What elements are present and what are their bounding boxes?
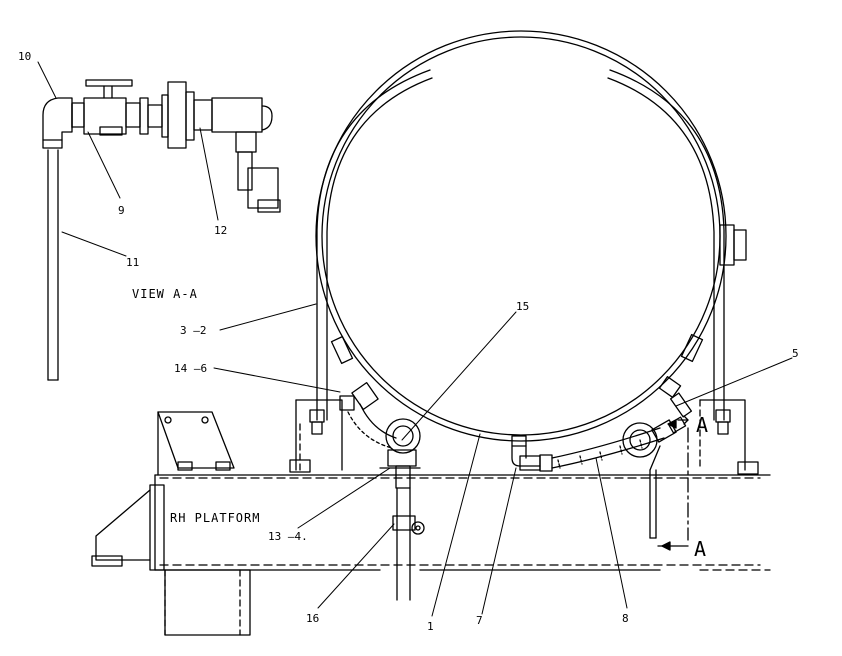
leader-lines [37, 61, 793, 617]
callout-14: 14 —6 [174, 362, 207, 375]
callout-5: 5 [792, 347, 799, 360]
callout-11: 11 [126, 256, 139, 269]
labels: VIEW A-A RH PLATFORM A A 10 9 12 11 3 —2… [18, 50, 799, 633]
bottom-fitting-7 [511, 435, 553, 472]
section-marker-top: A [696, 413, 708, 437]
view-a-a-detail [42, 79, 281, 381]
section-marker-bottom: A [694, 537, 706, 561]
callout-13: 13 —4. [268, 530, 308, 543]
callout-3: 3 —2 [180, 324, 207, 337]
callout-8: 8 [622, 612, 629, 625]
view-title: VIEW A-A [132, 287, 198, 301]
callout-16: 16 [306, 612, 319, 625]
callout-10: 10 [18, 50, 31, 63]
right-valve-assembly [622, 392, 693, 539]
callout-9: 9 [118, 204, 125, 217]
tank-shell [315, 30, 727, 442]
base-brackets [289, 399, 759, 475]
platform-frame [91, 411, 771, 636]
mounting-straps [316, 69, 725, 421]
hose-8 [551, 427, 665, 469]
callout-12: 12 [214, 224, 227, 237]
platform-label: RH PLATFORM [170, 511, 260, 525]
callout-7: 7 [476, 614, 483, 627]
left-piping [339, 395, 425, 601]
section-line-a [657, 415, 689, 551]
callout-15: 15 [516, 300, 529, 313]
callout-1: 1 [427, 620, 434, 633]
tank-bosses [330, 224, 747, 411]
